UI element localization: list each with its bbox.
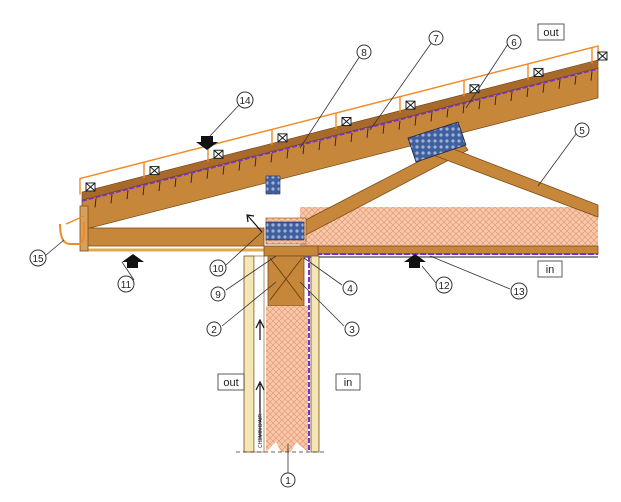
svg-text:8: 8 (361, 48, 367, 59)
svg-text:1: 1 (285, 476, 291, 487)
svg-text:7: 7 (433, 34, 439, 45)
callout-5: 5 (574, 122, 590, 138)
tile-batten (533, 67, 544, 77)
roof-sheathing (81, 59, 599, 201)
callout-15: 15 (29, 249, 47, 267)
air-path-label: CHEMIN D'AIR (258, 414, 264, 448)
callout-11: 11 (117, 275, 135, 293)
callout-2: 2 (206, 321, 222, 337)
label-in-ceiling: in (537, 260, 563, 278)
callout-14: 14 (236, 91, 254, 109)
wind-arrow-14-icon (196, 136, 218, 150)
svg-text:6: 6 (511, 38, 517, 49)
roof-tiles (79, 45, 608, 195)
svg-text:3: 3 (349, 325, 355, 336)
tile-batten (149, 166, 160, 176)
callout-9: 9 (210, 286, 226, 302)
eave-vent-block (265, 221, 305, 241)
label-out-wall: out (217, 373, 245, 391)
callout-10: 10 (209, 259, 227, 277)
tile-batten (597, 51, 608, 61)
label-out-top-text: out (543, 27, 558, 39)
plate-bracing (269, 257, 303, 301)
svg-text:15: 15 (32, 254, 44, 265)
svg-text:14: 14 (239, 96, 251, 107)
svg-text:4: 4 (347, 284, 353, 295)
tile-batten (213, 149, 224, 159)
top-plate (263, 245, 319, 257)
ceiling-insulation (300, 207, 598, 250)
svg-text:5: 5 (579, 126, 585, 137)
label-out-top: out (537, 23, 565, 41)
sheathing-nails (94, 71, 593, 208)
svg-text:13: 13 (513, 287, 525, 298)
ceiling-joist (299, 245, 599, 255)
wall-interior-finish (310, 255, 320, 453)
svg-text:10: 10 (212, 264, 224, 275)
label-in-ceiling-text: in (546, 264, 555, 276)
tile-outline (79, 45, 599, 195)
wind-arrow-12-icon (404, 254, 426, 268)
callout-leaders (45, 41, 577, 474)
svg-text:2: 2 (211, 325, 217, 336)
callout-12: 12 (435, 276, 453, 294)
label-in-wall: in (335, 373, 361, 391)
label-out-wall-text: out (223, 377, 238, 389)
callout-1: 1 (280, 472, 296, 488)
underlay-membrane (81, 68, 599, 202)
tile-batten (277, 133, 288, 143)
callout-3: 3 (344, 321, 360, 337)
label-in-wall-text: in (344, 377, 353, 389)
svg-text:12: 12 (438, 281, 450, 292)
air-path-arrows (255, 318, 265, 440)
tile-batten (469, 84, 480, 94)
svg-text:9: 9 (215, 290, 221, 301)
callout-8: 8 (356, 44, 372, 60)
air-path-arrow-eave (246, 214, 263, 233)
wall-break-line (266, 442, 308, 470)
tile-batten (341, 117, 352, 126)
svg-text:11: 11 (121, 280, 132, 291)
callout-13: 13 (510, 282, 528, 300)
callout-6: 6 (506, 34, 522, 50)
tile-batten (405, 100, 416, 110)
wall-sheathing-exterior (243, 255, 255, 453)
truss-web-right (424, 139, 599, 218)
roof-vent-block (407, 121, 467, 163)
gutter (59, 222, 85, 245)
blocking-vent-small (265, 175, 281, 195)
wall-insulation (266, 306, 308, 452)
plate-post (267, 255, 305, 307)
gutter-bracket (65, 215, 85, 225)
soffit-joist (85, 227, 265, 247)
tile-batten (85, 182, 96, 192)
wind-arrow-11-icon (122, 254, 144, 268)
callout-4: 4 (342, 280, 358, 296)
callout-7: 7 (428, 30, 444, 46)
